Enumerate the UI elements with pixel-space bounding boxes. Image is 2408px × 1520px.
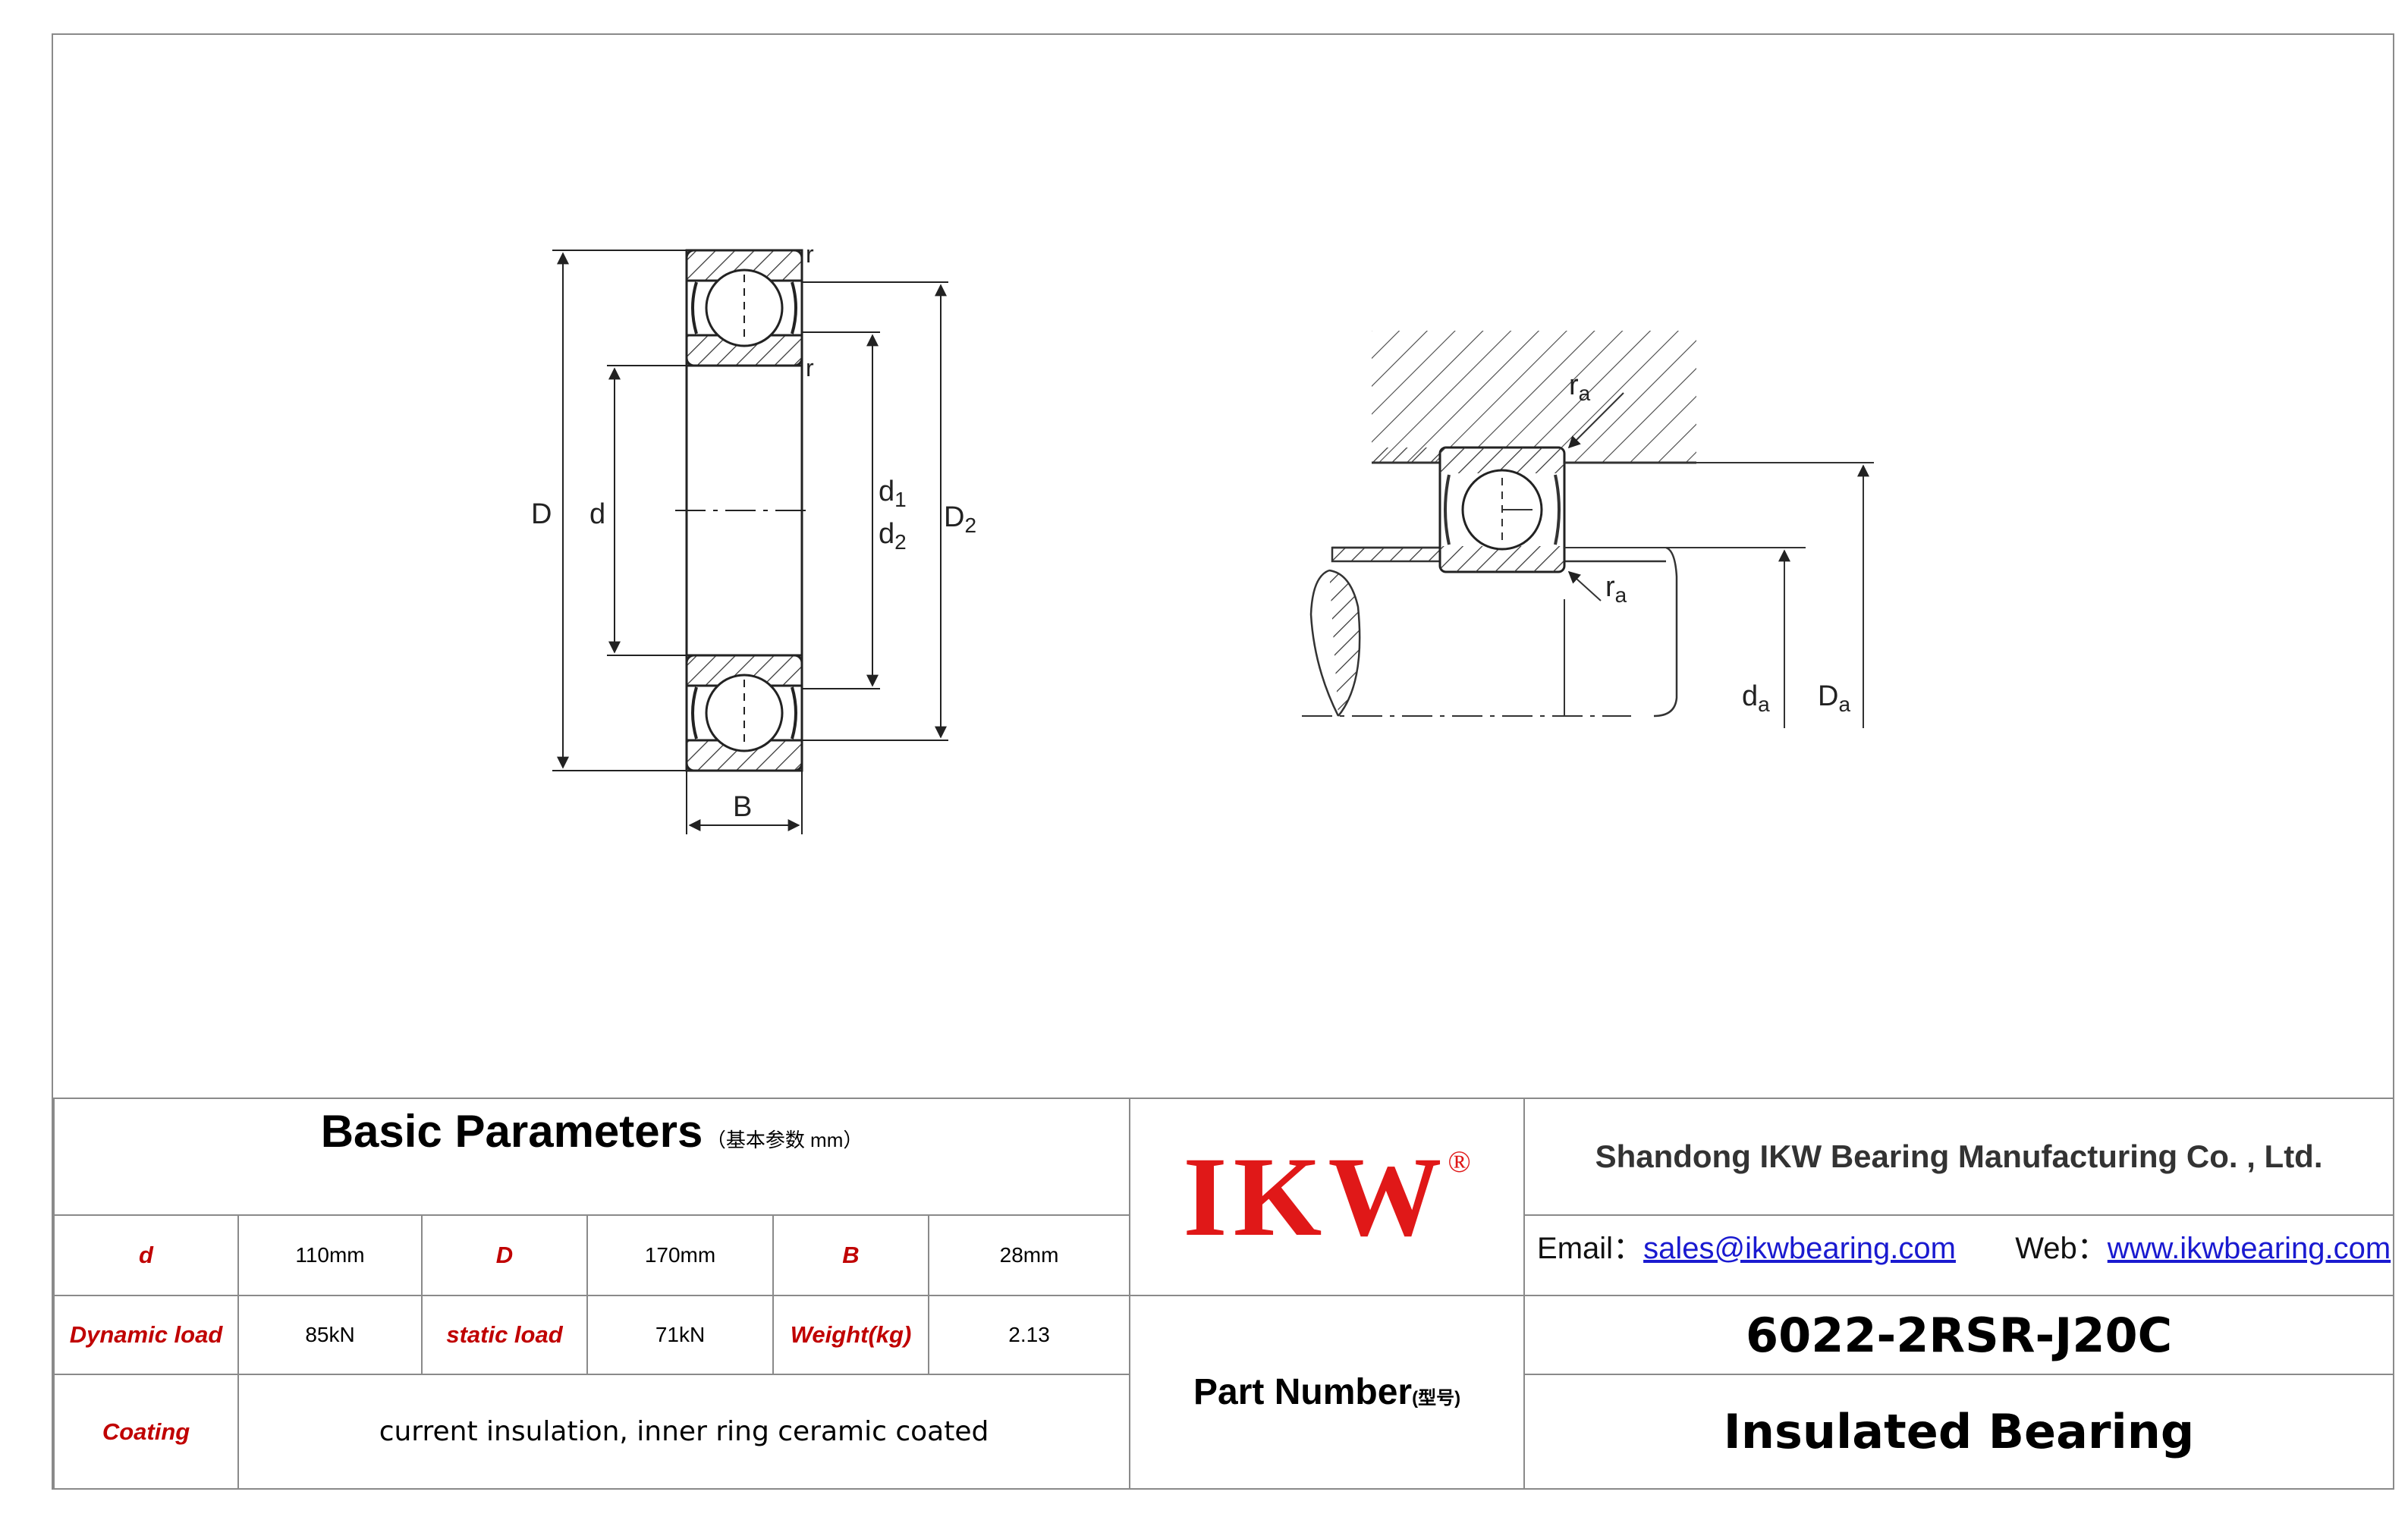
label-d: d: [589, 498, 605, 530]
dimension-labels-left: D d d1 d2 D2 B r r: [531, 240, 976, 823]
title-block: Basic Parameters （基本参数 mm） IKW® Shandong…: [52, 1098, 2395, 1490]
coating-value: current insulation, inner ring ceramic c…: [237, 1374, 1131, 1490]
part-number-cell: 6022-2RSR-J20C: [1523, 1295, 2395, 1375]
param-d-label: d: [53, 1214, 239, 1296]
label-ra-top: ra: [1569, 369, 1591, 405]
dynamic-load-value: 85kN: [237, 1295, 423, 1375]
bearing-section-view: [675, 249, 813, 772]
weight-label: Weight(kg): [772, 1295, 929, 1375]
drawing-frame: [52, 33, 2394, 1490]
label-D2: D2: [944, 501, 976, 537]
brand-logo-cell: IKW®: [1129, 1098, 1526, 1296]
label-Da: Da: [1818, 680, 1850, 716]
label-d2: d2: [879, 518, 907, 554]
company-name: Shandong IKW Bearing Manufacturing Co. ,…: [1595, 1138, 2323, 1174]
param-D-value: 170mm: [586, 1214, 774, 1296]
label-D: D: [531, 498, 552, 530]
part-number-label-sub: (型号): [1412, 1388, 1461, 1409]
label-r-mid: r: [806, 354, 814, 382]
brand-logo: IKW: [1183, 1134, 1448, 1260]
param-B-label: B: [772, 1214, 929, 1296]
company-name-cell: Shandong IKW Bearing Manufacturing Co. ,…: [1523, 1098, 2395, 1216]
web-link[interactable]: www.ikwbearing.com: [2107, 1232, 2391, 1265]
basic-parameters-header: Basic Parameters （基本参数 mm）: [52, 1098, 1131, 1216]
param-B-value: 28mm: [927, 1214, 1131, 1296]
registered-mark: ®: [1448, 1145, 1471, 1179]
bearing-type: Insulated Bearing: [1723, 1404, 2195, 1459]
label-da: da: [1742, 680, 1770, 716]
email-link[interactable]: sales@ikwbearing.com: [1643, 1232, 1956, 1265]
label-ra-bottom: ra: [1605, 571, 1627, 607]
part-number-value: 6022-2RSR-J20C: [1745, 1307, 2173, 1363]
coating-label: Coating: [53, 1374, 239, 1490]
dimension-labels-right: ra ra da Da: [1569, 369, 1850, 716]
param-d-value: 110mm: [237, 1214, 423, 1296]
part-number-label-cell: Part Number(型号): [1129, 1295, 1526, 1490]
static-load-label: static load: [421, 1295, 588, 1375]
dynamic-load-label: Dynamic load: [53, 1295, 239, 1375]
contact-cell: Email：sales@ikwbearing.com Web：www.ikwbe…: [1523, 1214, 2395, 1296]
web-label: Web：: [2015, 1232, 2108, 1265]
static-load-value: 71kN: [586, 1295, 774, 1375]
basic-parameters-subtitle: （基本参数 mm）: [706, 1129, 863, 1151]
label-r-top: r: [806, 240, 814, 268]
bearing-type-cell: Insulated Bearing: [1523, 1374, 2395, 1490]
email-label: Email：: [1537, 1232, 1644, 1265]
basic-parameters-title: Basic Parameters: [320, 1106, 703, 1157]
technical-drawing: D d d1 d2 D2 B r r: [531, 240, 1874, 834]
label-d1: d1: [879, 476, 907, 511]
mounting-view: [1302, 331, 1874, 728]
part-number-label: Part Number(型号): [1193, 1372, 1461, 1412]
label-B: B: [733, 791, 752, 823]
dimension-lines-left: [552, 250, 948, 834]
weight-value: 2.13: [927, 1295, 1131, 1375]
param-D-label: D: [421, 1214, 588, 1296]
